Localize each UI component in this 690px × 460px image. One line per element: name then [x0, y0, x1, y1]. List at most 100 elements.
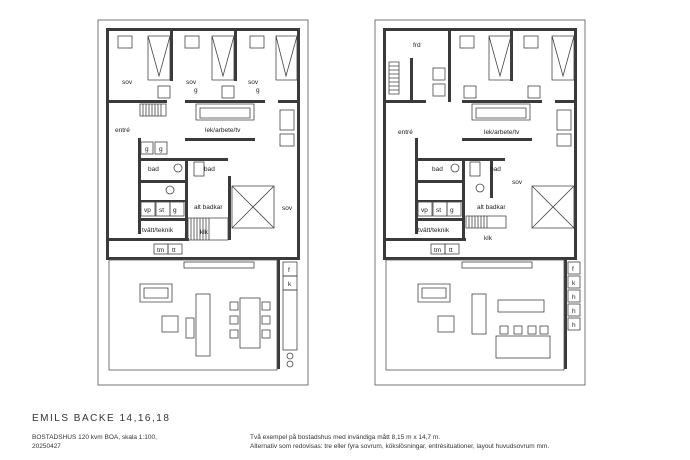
description-line-2: Alternativ som redovisas: tre eller fyra…	[250, 443, 550, 450]
wall-bed-r2	[510, 31, 513, 81]
label-g-top-1: g	[194, 87, 198, 94]
f-box-r	[567, 261, 581, 275]
wall-sov-left	[228, 176, 231, 240]
label-tt-right: tt	[449, 247, 453, 254]
wall-core-left-r	[415, 138, 418, 234]
sofa-lek	[195, 103, 255, 121]
label-lek: lek/arbete/tv	[205, 127, 241, 134]
vp-box-r	[417, 201, 433, 217]
kitchen-island	[497, 299, 545, 313]
bed-r1	[488, 35, 512, 81]
wardrobe-2	[221, 85, 235, 99]
wall-frd	[410, 58, 413, 102]
label-h3: h	[572, 322, 576, 329]
label-entre-right: entré	[398, 129, 413, 136]
floor-plan-left: sov sov sov g g entré lek/arbete/tv g g …	[97, 19, 309, 386]
outer-boundary-right	[374, 19, 586, 386]
h-box-1	[567, 289, 581, 303]
dining-table	[239, 297, 261, 349]
k-box-r	[567, 275, 581, 289]
sink-1	[193, 161, 205, 177]
label-g-right: g	[450, 207, 454, 214]
drawing-subtitle: BOSTADSHUS 120 kvm BOA, skala 1:100,	[32, 434, 157, 441]
vp-box	[140, 201, 156, 217]
hob-2	[286, 360, 294, 368]
wall-right-right	[574, 28, 577, 260]
toilet-r2	[475, 183, 485, 193]
label-tt: tt	[172, 247, 176, 254]
toilet-1	[173, 163, 183, 173]
chair-r1	[261, 301, 271, 311]
living-area-outline-right	[385, 259, 565, 371]
description-line-1: Två exempel på bostadshus med invändiga …	[250, 434, 441, 441]
g-box-r3	[463, 85, 477, 99]
wall-kitchen-right	[277, 257, 280, 369]
cabinet-right-2	[279, 133, 295, 147]
label-tm: tm	[157, 247, 164, 254]
desk-r2	[523, 35, 539, 49]
label-f-right: f	[572, 266, 574, 273]
kitchen-counter	[282, 289, 298, 351]
bed-main	[231, 185, 275, 229]
chair-l2	[229, 315, 239, 325]
sofa-long-right	[471, 293, 487, 335]
label-st-right: st	[436, 207, 441, 214]
label-vp: vp	[144, 207, 151, 214]
chair-rt1	[499, 325, 509, 335]
g-box-r1	[432, 67, 446, 81]
window-bench-right	[461, 261, 533, 269]
label-sov-1: sov	[122, 79, 133, 86]
drawing-date: 20250427	[32, 443, 61, 450]
bed-r2	[551, 35, 575, 81]
wall-core-top-r	[415, 158, 505, 161]
chair-rt4	[539, 325, 549, 335]
label-tm-right: tm	[434, 247, 441, 254]
chair-r3	[261, 329, 271, 339]
label-alt-badkar-right: alt badkar	[477, 204, 506, 211]
label-f: f	[288, 267, 290, 274]
wall-bed-r1	[448, 31, 451, 102]
wall-core-upper-r	[462, 138, 532, 141]
chair-r2	[261, 315, 271, 325]
window-bench	[183, 261, 255, 269]
label-bad-r1: bad	[432, 166, 443, 173]
label-k-right: k	[572, 280, 576, 287]
label-k: k	[288, 281, 292, 288]
g-box-2	[154, 141, 168, 155]
wall-corridor-r1	[386, 100, 426, 103]
wall-left	[106, 28, 109, 260]
g-box-3	[169, 201, 185, 217]
cabinet-right-r2	[556, 133, 572, 147]
label-frd: frd	[413, 42, 421, 49]
g-box-1	[140, 141, 154, 155]
tt-box	[167, 243, 183, 255]
wall-corridor-1	[109, 100, 167, 103]
wall-corridor-2	[185, 100, 265, 103]
h-box-3	[567, 317, 581, 331]
label-alt-badkar: alt badkar	[194, 204, 223, 211]
label-klk: klk	[200, 229, 209, 236]
toilet-r1	[450, 163, 460, 173]
label-h2: h	[572, 308, 576, 315]
label-lek-right: lek/arbete/tv	[484, 129, 520, 136]
wall-right	[297, 28, 300, 260]
side-table	[185, 317, 195, 339]
wall-tvatt-bottom-r	[386, 238, 466, 241]
wall-core-top	[138, 158, 228, 161]
label-tvatt-right: tvätt/teknik	[418, 227, 450, 234]
wall-bed-1	[170, 31, 173, 81]
label-vp-right: vp	[421, 207, 428, 214]
wall-kitchen-right-r	[564, 257, 567, 369]
wall-bottom-right	[383, 257, 577, 260]
label-g-2: g	[159, 146, 163, 153]
label-g-3: g	[173, 207, 177, 214]
label-bad-1: bad	[148, 166, 159, 173]
sofa-long	[195, 293, 211, 357]
wall-bed-2	[234, 31, 237, 81]
cabinet-right-1	[279, 109, 295, 131]
wall-core-mid	[185, 158, 188, 238]
label-tvatt: tvätt/teknik	[142, 227, 174, 234]
floor-plan-right: frd entré lek/arbete/tv bad bad sov alt …	[374, 19, 586, 386]
wall-bad2-r	[490, 158, 493, 198]
frd-hatch	[388, 61, 400, 95]
